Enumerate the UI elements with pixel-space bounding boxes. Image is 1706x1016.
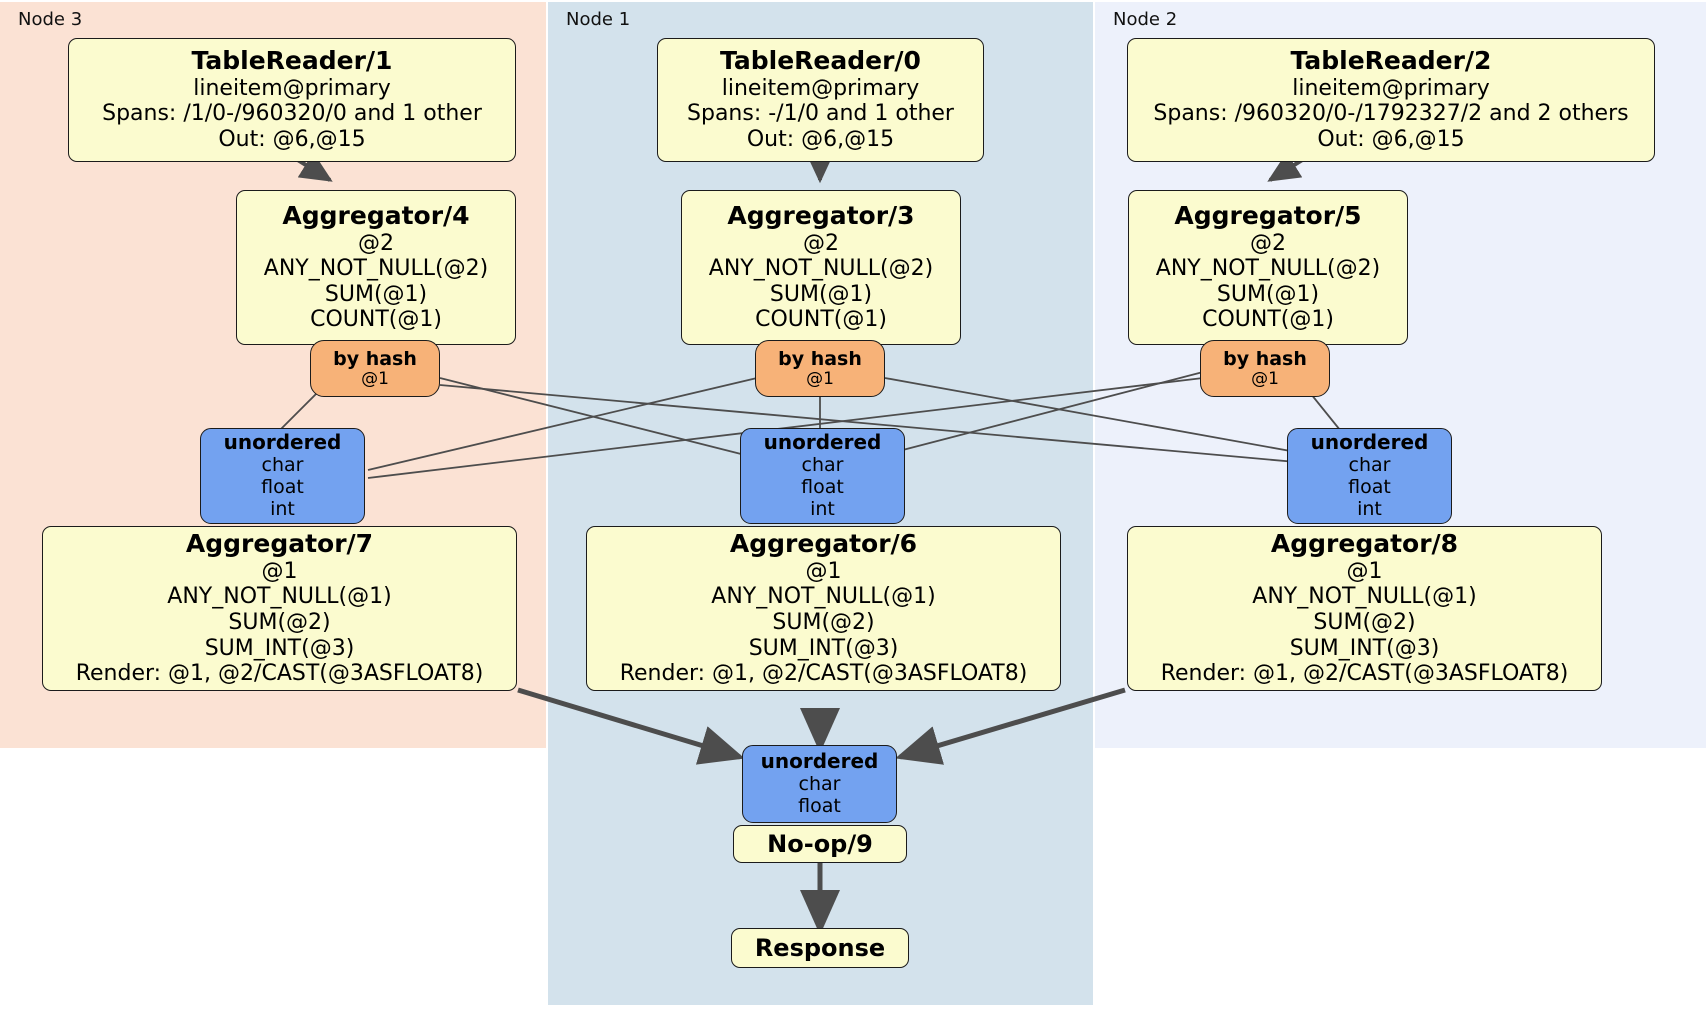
- processor-aggregator-6[interactable]: Aggregator/6 @1 ANY_NOT_NULL(@1) SUM(@2)…: [586, 526, 1061, 691]
- processor-detail-line: COUNT(@1): [1202, 307, 1334, 333]
- processor-tablereader-0[interactable]: TableReader/0 lineitem@primary Spans: -/…: [657, 38, 984, 162]
- synchronizer-title: unordered: [763, 430, 882, 455]
- processor-title: TableReader/2: [1290, 46, 1492, 76]
- router-column: @1: [1251, 368, 1279, 389]
- synchronizer-type: char: [801, 453, 844, 476]
- processor-detail-line: lineitem@primary: [721, 75, 920, 101]
- synchronizer-title: unordered: [760, 749, 879, 774]
- synchronizer-type: int: [810, 498, 835, 521]
- processor-detail-line: COUNT(@1): [755, 307, 887, 333]
- processor-detail-line: ANY_NOT_NULL(@2): [1155, 256, 1381, 282]
- processor-detail-line: Out: @6,@15: [746, 127, 895, 152]
- processor-detail-line: Out: @6,@15: [1317, 127, 1465, 152]
- processor-title: Aggregator/7: [185, 529, 374, 559]
- processor-title: TableReader/1: [191, 46, 393, 76]
- router-by-hash-left[interactable]: by hash @1: [310, 340, 440, 397]
- processor-title: Aggregator/6: [729, 529, 918, 559]
- processor-response[interactable]: Response: [731, 928, 909, 968]
- synchronizer-title: unordered: [1310, 430, 1429, 455]
- processor-aggregator-7[interactable]: Aggregator/7 @1 ANY_NOT_NULL(@1) SUM(@2)…: [42, 526, 517, 691]
- processor-render-line: Render: @1, @2/CAST(@3ASFLOAT8): [1160, 661, 1569, 687]
- processor-detail-line: ANY_NOT_NULL(@2): [708, 256, 934, 282]
- processor-detail-line: ANY_NOT_NULL(@1): [1252, 584, 1477, 610]
- processor-title: Aggregator/5: [1174, 201, 1362, 231]
- node-label-node3: Node 3: [18, 9, 83, 30]
- processor-noop-9[interactable]: No-op/9: [733, 825, 907, 863]
- router-title: by hash: [1223, 347, 1307, 370]
- node-label-node2: Node 2: [1113, 9, 1178, 30]
- processor-detail-line: SUM(@1): [1216, 281, 1320, 307]
- processor-title: TableReader/0: [720, 46, 921, 76]
- processor-detail-line: @2: [358, 230, 394, 256]
- processor-tablereader-2[interactable]: TableReader/2 lineitem@primary Spans: /9…: [1127, 38, 1655, 162]
- router-column: @1: [361, 368, 389, 389]
- processor-title: Aggregator/3: [727, 201, 915, 231]
- processor-detail-line: SUM(@2): [228, 609, 331, 635]
- node-label-node1: Node 1: [566, 9, 631, 30]
- processor-render-line: Render: @1, @2/CAST(@3ASFLOAT8): [75, 661, 484, 687]
- router-column: @1: [806, 368, 834, 389]
- synchronizer-title: unordered: [223, 430, 342, 455]
- processor-detail-line: @2: [803, 230, 839, 256]
- processor-detail-line: Spans: /1/0-/960320/0 and 1 other: [102, 101, 482, 127]
- synchronizer-type: float: [801, 475, 844, 498]
- processor-detail-line: Spans: /960320/0-/1792327/2 and 2 others: [1153, 101, 1629, 127]
- router-by-hash-center[interactable]: by hash @1: [755, 340, 885, 397]
- processor-aggregator-5[interactable]: Aggregator/5 @2 ANY_NOT_NULL(@2) SUM(@1)…: [1128, 190, 1408, 345]
- processor-aggregator-4[interactable]: Aggregator/4 @2 ANY_NOT_NULL(@2) SUM(@1)…: [236, 190, 516, 345]
- synchronizer-type: float: [261, 475, 304, 498]
- processor-title: Aggregator/8: [1270, 529, 1459, 559]
- processor-detail-line: SUM(@2): [1313, 609, 1416, 635]
- processor-detail-line: @2: [1250, 230, 1286, 256]
- processor-detail-line: ANY_NOT_NULL(@1): [167, 584, 392, 610]
- processor-detail-line: SUM_INT(@3): [748, 635, 899, 661]
- synchronizer-type: char: [261, 453, 304, 476]
- processor-detail-line: @1: [805, 558, 842, 584]
- processor-detail-line: @1: [261, 558, 298, 584]
- processor-detail-line: Spans: -/1/0 and 1 other: [687, 101, 954, 127]
- processor-tablereader-1[interactable]: TableReader/1 lineitem@primary Spans: /1…: [68, 38, 516, 162]
- processor-detail-line: SUM_INT(@3): [1289, 635, 1440, 661]
- processor-detail-line: SUM(@2): [772, 609, 875, 635]
- synchronizer-unordered-left[interactable]: unordered char float int: [200, 428, 365, 524]
- processor-detail-line: ANY_NOT_NULL(@1): [711, 584, 936, 610]
- router-title: by hash: [778, 347, 862, 370]
- synchronizer-unordered-final[interactable]: unordered char float: [742, 745, 897, 823]
- processor-detail-line: COUNT(@1): [310, 307, 442, 333]
- processor-title: No-op/9: [767, 829, 873, 858]
- processor-detail-line: SUM(@1): [769, 281, 873, 307]
- processor-render-line: Render: @1, @2/CAST(@3ASFLOAT8): [619, 661, 1028, 687]
- processor-title: Aggregator/4: [282, 201, 470, 231]
- processor-detail-line: SUM(@1): [324, 281, 428, 307]
- processor-detail-line: SUM_INT(@3): [204, 635, 355, 661]
- router-by-hash-right[interactable]: by hash @1: [1200, 340, 1330, 397]
- processor-detail-line: lineitem@primary: [193, 75, 391, 101]
- synchronizer-type: float: [798, 795, 841, 818]
- synchronizer-type: int: [1357, 498, 1382, 521]
- router-title: by hash: [333, 347, 417, 370]
- processor-aggregator-3[interactable]: Aggregator/3 @2 ANY_NOT_NULL(@2) SUM(@1)…: [681, 190, 961, 345]
- synchronizer-type: char: [1348, 453, 1391, 476]
- processor-detail-line: ANY_NOT_NULL(@2): [263, 256, 489, 282]
- synchronizer-type: int: [270, 498, 295, 521]
- processor-detail-line: @1: [1346, 558, 1383, 584]
- synchronizer-type: float: [1348, 475, 1391, 498]
- processor-aggregator-8[interactable]: Aggregator/8 @1 ANY_NOT_NULL(@1) SUM(@2)…: [1127, 526, 1602, 691]
- processor-detail-line: lineitem@primary: [1292, 75, 1490, 101]
- processor-detail-line: Out: @6,@15: [218, 127, 366, 152]
- processor-title: Response: [754, 933, 886, 962]
- synchronizer-type: char: [798, 772, 841, 795]
- synchronizer-unordered-right[interactable]: unordered char float int: [1287, 428, 1452, 524]
- synchronizer-unordered-center[interactable]: unordered char float int: [740, 428, 905, 524]
